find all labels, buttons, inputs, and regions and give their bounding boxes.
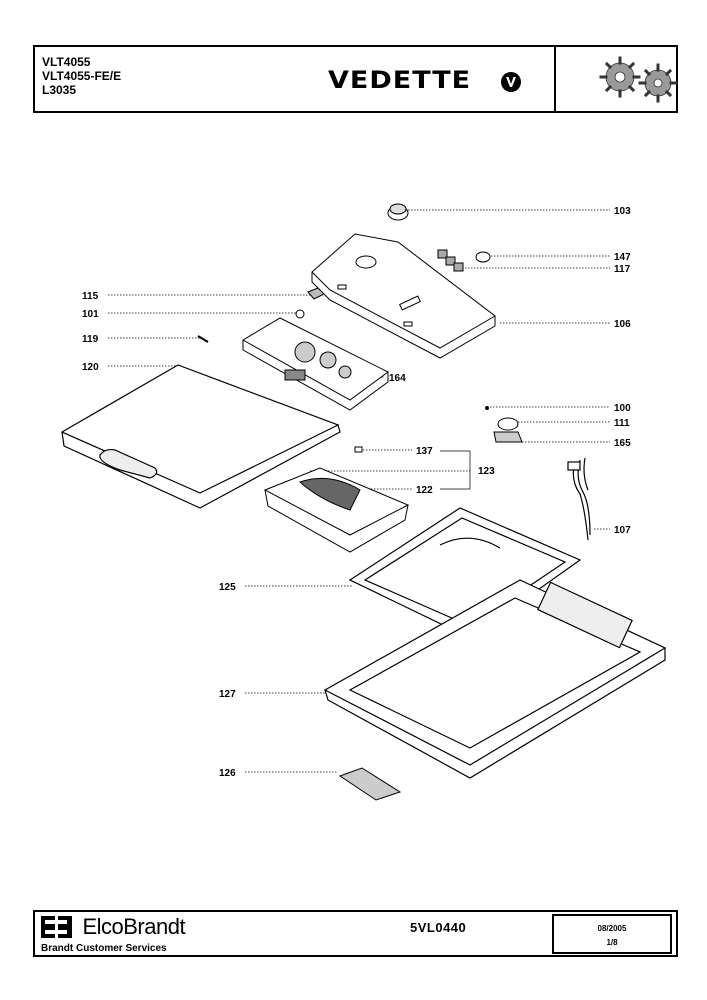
part-147-knob [475,251,491,263]
callout-165: 165 [614,438,631,449]
callout-106: 106 [614,319,631,330]
callout-122: 122 [416,485,433,496]
part-107-wiring-harness [567,457,591,541]
callout-123: 123 [478,466,495,477]
part-115-selector [307,287,325,300]
gears-icon [599,56,678,103]
callout-111: 111 [614,418,630,429]
callout-115: 115 [82,291,99,302]
part-119-pin [197,335,209,343]
callout-147: 147 [614,252,631,263]
callout-125: 125 [219,582,236,593]
callout-101: 101 [82,309,99,320]
document-code: 5VL0440 [410,920,467,935]
part-127-top-deck [323,579,667,779]
vedette-logo-icon [501,72,521,92]
model-line: VLT4055-FE/E [42,69,122,83]
part-126-hinge [338,767,402,801]
callout-labels: 103 147 117 115 101 106 119 120 164 100 … [82,206,631,779]
part-117-buttons [437,249,464,272]
footer-block: ElcoBrandt Brandt Customer Services 5VL0… [33,910,678,957]
part-106-control-panel [311,233,496,359]
bracket-123 [440,450,471,490]
callout-103: 103 [614,206,631,217]
callout-119: 119 [82,334,99,345]
part-101-spring [295,309,305,319]
document-date: 08/2005 [597,924,627,933]
date-page-box: 08/2005 1/8 [552,914,672,954]
callout-127: 127 [219,689,236,700]
part-137-screw [354,446,363,453]
callout-107: 107 [614,525,631,536]
callout-100: 100 [614,403,631,414]
part-111-pressure-switch [485,406,523,443]
model-line: VLT4055 [42,55,91,69]
title-block: VLT4055 VLT4055-FE/E L3035 VEDETTE [33,45,678,113]
page-number: 1/8 [606,938,618,947]
part-120-lid [60,364,341,509]
model-line: L3035 [42,83,77,97]
callout-164: 164 [389,373,406,384]
elcobrandt-logo: ElcoBrandt [41,914,186,940]
company-name: ElcoBrandt [82,914,186,939]
service-name: Brandt Customer Services [41,943,167,954]
part-103-knob [387,203,409,221]
part-125-gasket [348,507,582,639]
elcobrandt-mark-icon [41,916,72,938]
callout-120: 120 [82,362,99,373]
part-122-dispenser [263,467,410,553]
part-164-electronic-board [242,317,389,411]
callout-126: 126 [219,768,236,779]
header-divider [554,45,556,113]
callout-137: 137 [416,446,433,457]
callout-117: 117 [614,264,631,275]
model-list: VLT4055 VLT4055-FE/E L3035 [42,55,121,97]
leader-lines [108,209,610,773]
brand-name: VEDETTE [328,66,472,95]
